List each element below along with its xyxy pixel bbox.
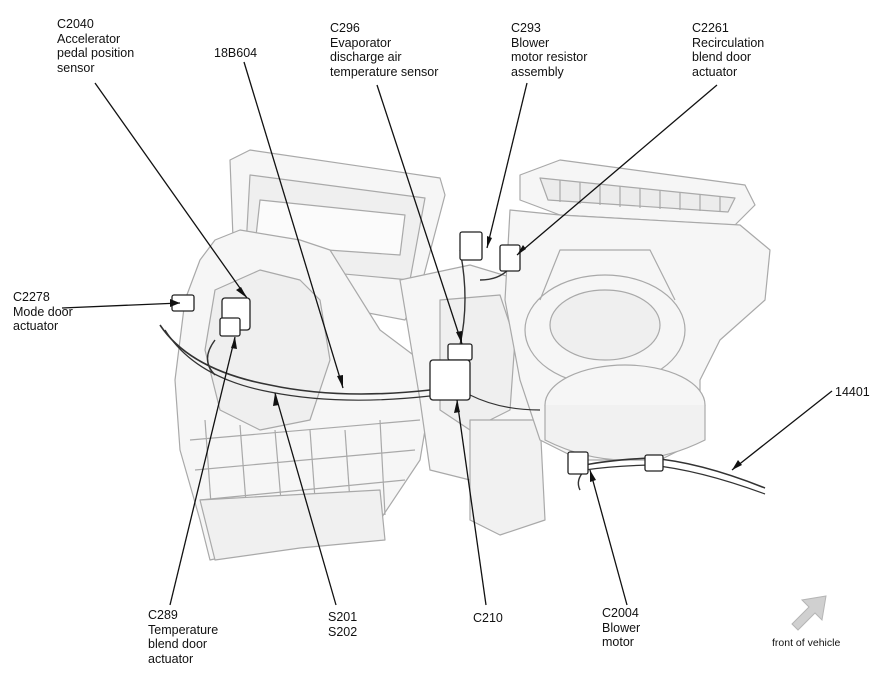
connector-c289 [219, 317, 241, 337]
connector-c293 [459, 231, 483, 261]
connector-14401 [644, 454, 664, 472]
leader-14401 [731, 390, 833, 471]
callout-s201-s202: S201 S202 [328, 610, 358, 639]
front-arrow-icon [791, 595, 827, 631]
leader-c296 [376, 84, 463, 345]
callout-c293: C293 Blower motor resistor assembly [511, 21, 588, 79]
callout-c2278: C2278 Mode door actuator [13, 290, 73, 333]
connector-c296 [447, 343, 473, 361]
callout-c289: C289 Temperature blend door actuator [148, 608, 219, 666]
leader-c2004 [589, 469, 628, 606]
leader-c289 [169, 336, 236, 606]
leader-c293 [486, 82, 528, 249]
leader-c2040 [94, 82, 248, 299]
connector-c210 [429, 359, 471, 401]
callout-18b604: 18B604 [214, 46, 258, 60]
callout-c2040: C2040 Accelerator pedal position sensor [57, 17, 135, 75]
leader-c2261 [516, 84, 718, 256]
leader-arrowheads [170, 236, 742, 482]
leader-18b604 [243, 61, 344, 389]
connector-c2004 [567, 451, 589, 475]
callout-c2261: C2261 Recirculation blend door actuator [692, 21, 765, 79]
callout-c210: C210 [473, 611, 503, 625]
connectors [171, 231, 664, 475]
connector-c2261 [499, 244, 521, 272]
leader-c210 [456, 399, 487, 606]
callout-c2004: C2004 Blower motor [602, 606, 641, 649]
leader-c2278 [61, 302, 181, 309]
callout-14401: 14401 [835, 385, 870, 399]
front-of-vehicle-label: front of vehicle [772, 637, 841, 649]
callout-c296: C296 Evaporator discharge air temperatur… [330, 21, 439, 79]
leader-s201 [274, 392, 337, 606]
leader-lines [61, 61, 833, 606]
